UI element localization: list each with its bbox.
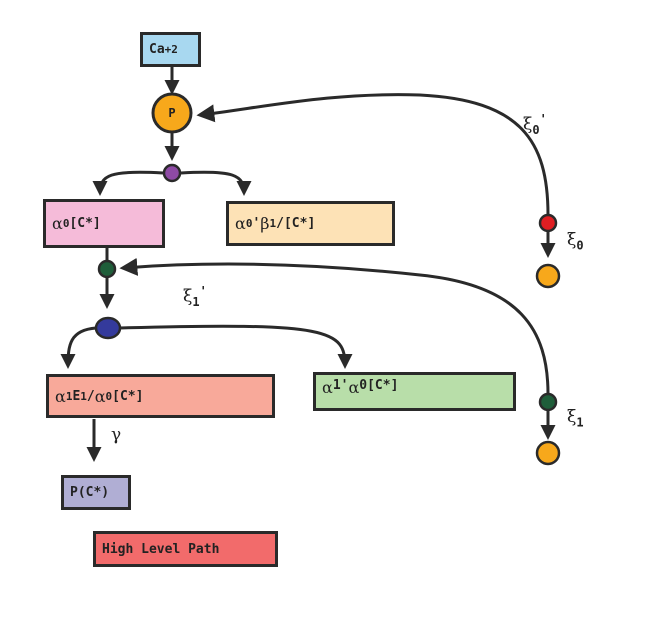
calcium-charge: +2 (164, 43, 178, 56)
pc-text: P(C*) (70, 485, 110, 500)
e-sub: 1 (80, 389, 87, 403)
alpha-symbol: α (235, 214, 246, 233)
calcium-box: Ca+2 (140, 32, 201, 67)
xi-sub: 1 (192, 295, 200, 310)
edge-split-to-alpha0 (92, 170, 164, 196)
beta-symbol: β (260, 214, 270, 233)
xi0-prime-label: ξ0' (523, 112, 547, 137)
red-dot (538, 213, 558, 233)
xi0-label: ξ0 (567, 230, 584, 252)
alpha-symbol: α (55, 386, 66, 406)
alpha-symbol-2: α (94, 386, 106, 406)
e-letter: E (72, 388, 81, 404)
alpha0-sub: 0 (62, 217, 70, 230)
edge-xi1-loop (119, 257, 550, 395)
edge-blue-to-alpha1alpha0 (119, 324, 353, 369)
xi-prime: ' (199, 284, 207, 298)
p-node-label: P (168, 106, 175, 120)
xi-symbol: ξ (183, 286, 193, 307)
alpha0-sub: 0 (105, 389, 113, 403)
p-node (151, 92, 193, 134)
alpha-symbol-2: α (348, 378, 360, 397)
xi-symbol: ξ (523, 114, 533, 135)
xi-symbol: ξ (567, 230, 577, 250)
alpha1-prime-text: 1' (332, 378, 349, 393)
gamma-symbol: γ (111, 425, 122, 445)
alpha1E1-rest: [C*] (112, 388, 144, 404)
xi-symbol: ξ (567, 407, 577, 427)
pc-box: P(C*) (61, 475, 131, 510)
green-junction-dot-left (97, 259, 117, 279)
alpha0-c-text: 0[C*] (359, 378, 399, 393)
edge-split-to-alpha0beta1 (180, 170, 252, 196)
green-dot-right (538, 392, 558, 412)
alpha-symbol: α (52, 214, 63, 233)
xi-sub: 0 (576, 238, 584, 253)
prime-mark: ' (252, 216, 261, 231)
blue-junction-dot (94, 316, 122, 340)
gamma-label: γ (111, 425, 121, 445)
high-level-path-box: High Level Path (93, 531, 278, 567)
xi-sub: 0 (532, 123, 540, 138)
alpha-sub: 0 (245, 217, 253, 230)
purple-junction-dot (162, 163, 182, 183)
high-level-path-text: High Level Path (102, 541, 220, 557)
alpha-symbol: α (322, 378, 333, 397)
xi-sub: 1 (576, 415, 584, 430)
orange-dot-0 (535, 263, 561, 289)
xi1-label: ξ1 (567, 407, 584, 429)
slash: / (86, 388, 95, 404)
calcium-text: Ca (149, 42, 165, 57)
xi-prime: ' (539, 112, 547, 126)
alpha0-rest: [C*] (69, 216, 101, 231)
alpha0-beta1-rest: /[C*] (276, 216, 316, 231)
alpha1-alpha0-box: α 1'α 0[C*] (313, 372, 516, 411)
beta-sub: 1 (269, 217, 277, 230)
xi1-prime-label: ξ1' (183, 284, 207, 309)
alpha1-sub: 1 (65, 389, 73, 403)
edge-xi0-loop (196, 93, 550, 216)
edge-blue-to-alpha1E1 (60, 326, 97, 369)
orange-dot-1 (535, 440, 561, 466)
